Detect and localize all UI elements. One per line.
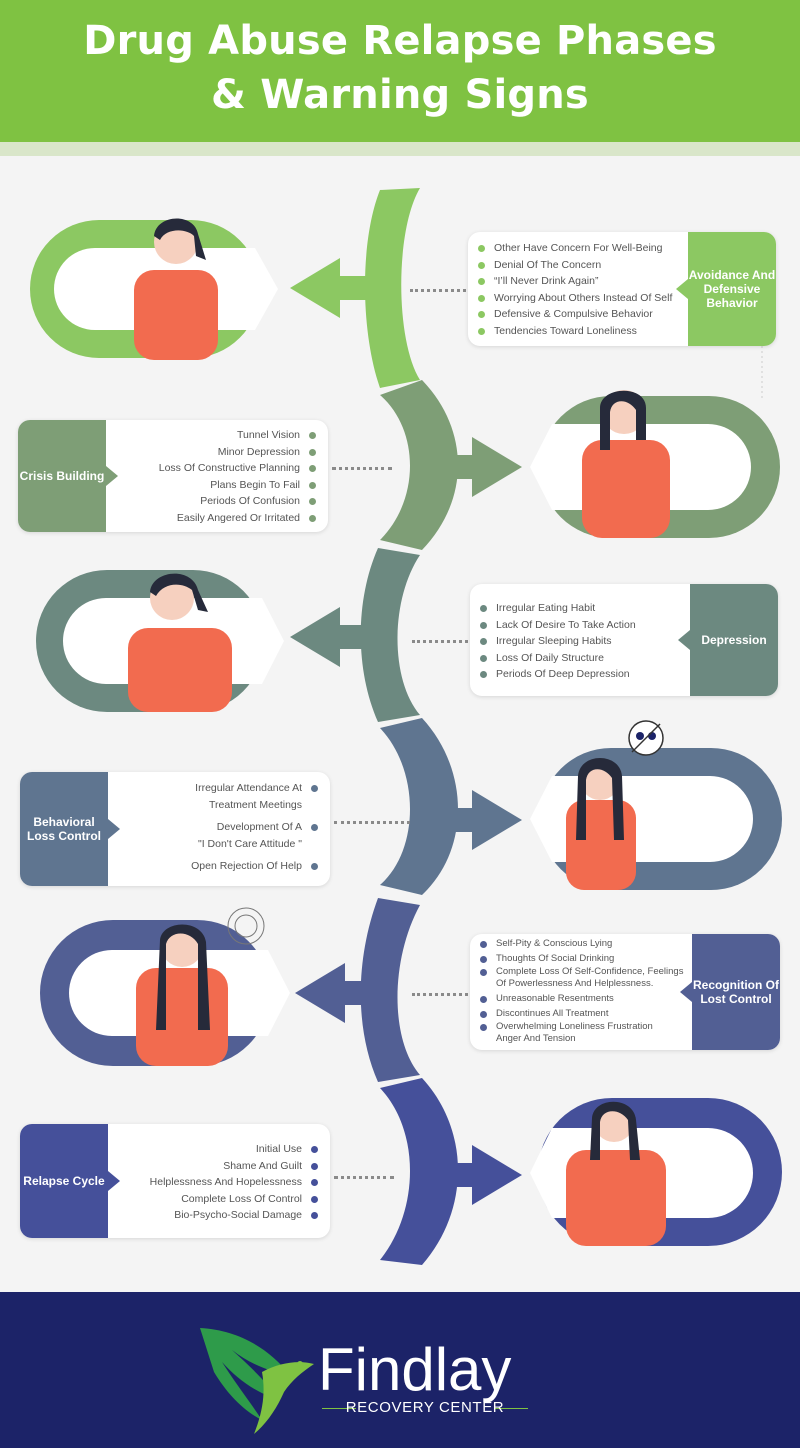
sign-item: “I’ll Never Drink Again”	[478, 273, 672, 290]
flow-segment-1	[365, 188, 420, 388]
connector-dots-2	[332, 467, 392, 470]
sign-item: Tendencies Toward Loneliness	[478, 323, 672, 340]
sign-item: Open Rejection Of Help	[191, 858, 318, 875]
phase-label: Relapse Cycle	[20, 1124, 108, 1238]
arrow-right-2	[440, 437, 522, 497]
phase-signs-list: Irregular Attendance At Treatment Meetin…	[191, 780, 318, 875]
connector-dots-3	[412, 640, 468, 643]
flow-segment-4	[380, 718, 458, 895]
pill-figure-3	[36, 570, 284, 712]
sign-item: Initial Use	[150, 1141, 318, 1158]
tab-notch	[108, 1171, 120, 1191]
sign-item: "I Don't Care Attitude "	[197, 837, 302, 850]
phase-label: Avoidance And Defensive Behavior	[688, 232, 776, 346]
tab-notch	[106, 466, 118, 486]
phase-card-behavioral-loss-control: Behavioral Loss Control Irregular Attend…	[20, 772, 330, 886]
connector-dots-4	[334, 821, 410, 824]
sign-item: Development Of A	[191, 819, 318, 836]
connector-dots-5	[412, 993, 468, 996]
pill-figure-6	[530, 1098, 782, 1246]
flow-segment-5	[360, 898, 420, 1082]
sign-item: Irregular Eating Habit	[480, 600, 636, 617]
phase-signs-list: Self-Pity & Conscious Lying Thoughts Of …	[480, 937, 683, 1045]
sign-item: Discontinues All Treatment	[480, 1007, 683, 1022]
sign-item: Other Have Concern For Well-Being	[478, 240, 672, 257]
phase-card-avoidance: Other Have Concern For Well-Being Denial…	[468, 232, 776, 346]
footer-banner	[0, 1292, 800, 1448]
sign-item: Denial Of The Concern	[478, 257, 672, 274]
tab-notch	[108, 819, 120, 839]
tab-notch	[678, 630, 690, 650]
phase-signs-list: Irregular Eating Habit Lack Of Desire To…	[480, 600, 636, 683]
sign-item: Overwhelming Loneliness Frustration	[480, 1021, 683, 1033]
sign-item: Bio-Psycho-Social Damage	[150, 1207, 318, 1224]
sign-item: Self-Pity & Conscious Lying	[480, 937, 683, 952]
logo-rule-left	[322, 1408, 356, 1409]
arrow-left-1	[290, 258, 386, 318]
sign-item: Loss Of Daily Structure	[480, 650, 636, 667]
sign-item: Periods Of Confusion	[159, 493, 316, 510]
sign-item: Periods Of Deep Depression	[480, 666, 636, 683]
page-title: Drug Abuse Relapse Phases & Warning Sign…	[0, 14, 800, 122]
phase-label: Depression	[690, 584, 778, 696]
arrow-right-4	[440, 790, 522, 850]
pill-figure-5	[40, 907, 290, 1066]
phase-card-recognition-lost-control: Self-Pity & Conscious Lying Thoughts Of …	[470, 934, 780, 1050]
phase-card-relapse-cycle: Relapse Cycle Initial Use Shame And Guil…	[20, 1124, 330, 1238]
sign-item: Worrying About Others Instead Of Self	[478, 290, 672, 307]
sign-item: Tunnel Vision	[159, 427, 316, 444]
flow-segment-3	[360, 548, 420, 722]
phase-label: Behavioral Loss Control	[20, 772, 108, 886]
phase-signs-list: Initial Use Shame And Guilt Helplessness…	[150, 1141, 318, 1224]
sign-item: Irregular Attendance At	[191, 780, 318, 797]
sign-item: Helplessness And Hopelessness	[150, 1174, 318, 1191]
phase-label: Crisis Building	[18, 420, 106, 532]
logo-rule-right	[494, 1408, 528, 1409]
connector-dots-6	[334, 1176, 394, 1179]
sign-item: Plans Begin To Fail	[159, 477, 316, 494]
tab-notch	[680, 982, 692, 1002]
flow-segment-2	[380, 380, 458, 550]
phase-label: Recognition Of Lost Control	[692, 934, 780, 1050]
header-divider	[0, 142, 800, 156]
sign-item: Shame And Guilt	[150, 1158, 318, 1175]
sign-item: Thoughts Of Social Drinking	[480, 952, 683, 967]
connector-dots-1	[410, 289, 466, 292]
phase-signs-list: Other Have Concern For Well-Being Denial…	[478, 240, 672, 339]
title-line-1: Drug Abuse Relapse Phases	[83, 18, 717, 64]
sign-item: Complete Loss Of Control	[150, 1191, 318, 1208]
flow-segment-6	[380, 1078, 458, 1265]
tab-notch	[676, 279, 688, 299]
sign-item: Anger And Tension	[496, 1033, 576, 1044]
sign-item: Irregular Sleeping Habits	[480, 633, 636, 650]
arrow-left-3	[290, 607, 380, 667]
phase-card-depression: Irregular Eating Habit Lack Of Desire To…	[470, 584, 778, 696]
pill-figure-2	[530, 390, 780, 538]
sign-item: Complete Loss Of Self-Confidence, Feelin…	[480, 966, 683, 978]
sign-item: Unreasonable Resentments	[480, 992, 683, 1007]
arrow-right-6	[440, 1145, 522, 1205]
sign-item: Minor Depression	[159, 444, 316, 461]
sign-item: Of Powerlessness And Helplessness.	[496, 978, 654, 989]
phase-card-crisis-building: Crisis Building Tunnel Vision Minor Depr…	[18, 420, 328, 532]
sign-item: Lack Of Desire To Take Action	[480, 617, 636, 634]
title-line-2: & Warning Signs	[211, 72, 589, 118]
pill-figure-1	[30, 218, 278, 360]
header-banner	[0, 0, 800, 142]
sign-item: Easily Angered Or Irritated	[159, 510, 316, 527]
sign-item: Defensive & Compulsive Behavior	[478, 306, 672, 323]
pill-figure-4	[530, 720, 782, 890]
sign-item: Treatment Meetings	[209, 798, 302, 811]
sign-item: Loss Of Constructive Planning	[159, 460, 316, 477]
arrow-left-5	[295, 963, 380, 1023]
phase-signs-list: Tunnel Vision Minor Depression Loss Of C…	[159, 427, 316, 526]
logo-wordmark: Findlay	[318, 1336, 512, 1403]
logo-tagline: RECOVERY CENTER	[345, 1399, 505, 1416]
